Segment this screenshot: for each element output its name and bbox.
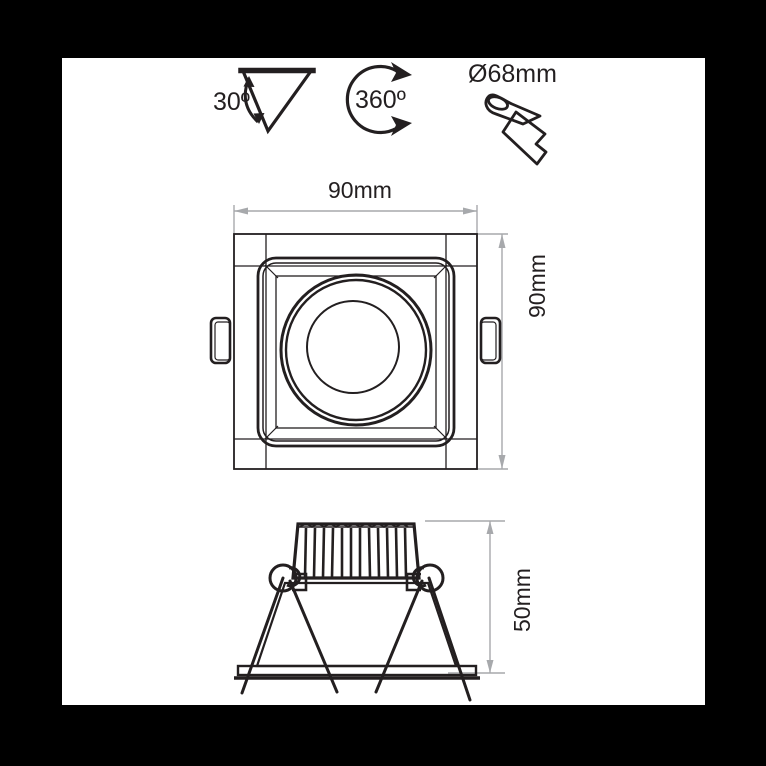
height-arrow-top-icon [498, 234, 506, 248]
spring-arm-left-inner [288, 579, 339, 694]
front-outer-square [233, 233, 478, 470]
front-reflector-ring-outer [279, 273, 433, 427]
beam-angle-arrow-up-icon [243, 76, 255, 87]
front-corner-lines [234, 234, 477, 469]
beam-angle-arrow-down-icon [253, 113, 265, 124]
front-reflector-ring-inner [306, 300, 400, 394]
side-housing-taper [255, 581, 458, 668]
front-width-label: 90mm [328, 177, 392, 203]
spring-clip-arms [240, 576, 472, 702]
spring-clip-pivot-left [268, 563, 308, 593]
heatsink-body [291, 522, 421, 580]
front-reflector-ring-mid [284, 278, 428, 422]
side-depth-dimension: 50mm [425, 520, 535, 674]
side-depth-label: 50mm [509, 568, 535, 632]
front-bezel-inner [262, 262, 450, 442]
front-height-label: 90mm [524, 254, 550, 318]
height-arrow-bottom-icon [498, 455, 506, 469]
heatsink-outline [291, 522, 421, 580]
spring-clip-pivot-right [405, 563, 445, 593]
heatsink-fins [303, 527, 408, 578]
cutout-label: Ø68mm [468, 60, 557, 88]
side-flange [234, 664, 480, 680]
spring-clip-tab-right [479, 316, 502, 365]
spring-arm-right-inner [374, 579, 424, 694]
rotation-label: 360º [355, 86, 406, 114]
depth-arrow-top-icon [486, 521, 494, 534]
rotation-icon-group: 360º [345, 62, 412, 136]
depth-arrow-bottom-icon [486, 660, 494, 673]
beam-angle-icon-group: 30º [213, 67, 316, 135]
heatsink-scallops [299, 523, 409, 529]
front-bezel-outer [256, 256, 456, 448]
front-view-group [209, 233, 502, 470]
cutout-icon-group: Ø68mm [468, 60, 557, 166]
side-view-group [234, 522, 480, 702]
spring-arm-right-outer [427, 576, 472, 702]
width-arrow-left-icon [234, 207, 248, 215]
width-arrow-right-icon [463, 207, 477, 215]
spring-clip-tab-left [209, 316, 232, 365]
side-flange-plate [236, 664, 478, 677]
beam-angle-triangle-icon [240, 69, 315, 135]
beam-angle-label: 30º [213, 88, 250, 116]
rotation-arrow-top-icon [391, 62, 412, 82]
front-width-dimension: 90mm [233, 177, 478, 240]
front-height-dimension: 90mm [470, 233, 550, 470]
front-bezel-miters [264, 264, 448, 440]
rotation-arc-icon [345, 64, 398, 135]
rotation-arrow-bottom-icon [391, 116, 412, 136]
hole-cutout-tool-icon [484, 93, 548, 166]
